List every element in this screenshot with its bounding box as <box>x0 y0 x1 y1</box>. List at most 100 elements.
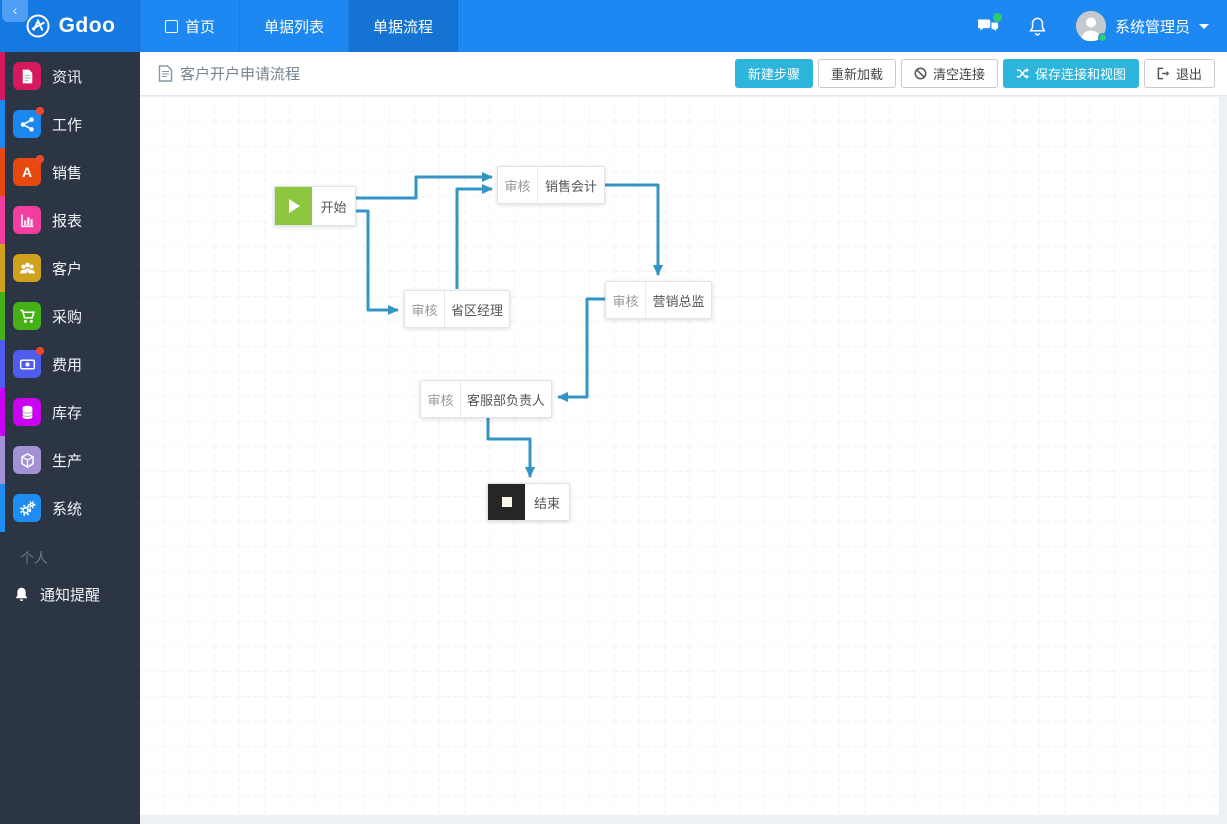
avatar <box>1075 11 1107 42</box>
play-icon <box>275 187 312 225</box>
stripe <box>0 388 5 436</box>
sidebar-item-news[interactable]: 资讯 <box>0 52 140 100</box>
reload-button[interactable]: 重新加载 <box>817 59 896 88</box>
flow-title: 客户开户申请流程 <box>158 63 300 84</box>
sidebar-item-production[interactable]: 生产 <box>0 436 140 484</box>
sign-out-icon <box>1157 67 1170 80</box>
stripe <box>0 148 5 196</box>
sidebar-item-inventory[interactable]: 库存 <box>0 388 140 436</box>
sidebar-item-work[interactable]: 工作 <box>0 100 140 148</box>
toolbar-buttons: 新建步骤 重新加载 清空连接 保存连接和视图 <box>734 59 1215 88</box>
connector-start-to-provincial-manager[interactable] <box>356 209 399 315</box>
shuffle-icon <box>1016 68 1029 79</box>
users-icon <box>13 254 41 282</box>
gdoo-logo-icon <box>26 14 50 38</box>
tab-label: 首页 <box>185 18 216 36</box>
stripe <box>0 436 5 484</box>
document-icon <box>158 65 173 82</box>
notification-badge <box>36 107 44 115</box>
share-icon <box>13 107 44 138</box>
stripe <box>0 484 5 532</box>
node-label: 客服部负责人 <box>466 392 545 408</box>
flow-node-sales-accountant[interactable]: 审核 销售会计 <box>497 166 605 204</box>
sidebar-item-reports[interactable]: 报表 <box>0 196 140 244</box>
clear-connections-button[interactable]: 清空连接 <box>900 59 998 88</box>
sidebar-item-label: 库存 <box>52 404 83 422</box>
tab-label: 单据流程 <box>373 18 434 36</box>
canvas-outer: 开始 审核 销售会计 审核 省区经理 审核 营销总监 审核 客服部负责人 结束 <box>140 96 1227 824</box>
bar-chart-icon <box>13 206 41 234</box>
flow-node-marketing-director[interactable]: 审核 营销总监 <box>605 281 712 319</box>
bell-icon <box>15 587 28 601</box>
page-title: 客户开户申请流程 <box>180 66 301 83</box>
sidebar-item-notifications[interactable]: 通知提醒 <box>0 574 140 614</box>
user-name: 系统管理员 <box>1114 18 1190 36</box>
sidebar-item-expenses[interactable]: 费用 <box>0 340 140 388</box>
topbar-right: 系统管理员 <box>976 0 1227 52</box>
sidebar: 资讯 工作 A 销售 报表 客户 <box>0 52 140 824</box>
sidebar-item-sales[interactable]: A 销售 <box>0 148 140 196</box>
tab-document-list[interactable]: 单据列表 <box>240 0 350 52</box>
sidebar-item-label: 资讯 <box>52 68 83 86</box>
stripe <box>0 52 5 100</box>
cart-icon <box>13 302 41 330</box>
flow-node-end[interactable]: 结束 <box>487 483 570 521</box>
database-icon <box>13 398 41 426</box>
exit-button[interactable]: 退出 <box>1143 59 1215 88</box>
flow-canvas[interactable]: 开始 审核 销售会计 审核 省区经理 审核 营销总监 审核 客服部负责人 结束 <box>140 97 1219 815</box>
flow-node-customer-service-head[interactable]: 审核 客服部负责人 <box>420 380 552 418</box>
connector-provincial-manager-to-sales-accountant[interactable] <box>455 184 493 289</box>
cube-icon <box>13 446 41 474</box>
main-tabs: 首页 单据列表 单据流程 <box>140 0 459 52</box>
sidebar-item-label: 销售 <box>52 164 83 182</box>
sidebar-item-purchasing[interactable]: 采购 <box>0 292 140 340</box>
home-icon <box>165 19 178 33</box>
node-action-label: 审核 <box>498 167 538 203</box>
stop-icon <box>488 484 525 520</box>
bell-icon[interactable] <box>1026 14 1050 38</box>
sidebar-item-label: 生产 <box>52 452 83 470</box>
stripe <box>0 196 5 244</box>
flow-node-provincial-manager[interactable]: 审核 省区经理 <box>404 290 510 328</box>
caret-down-icon <box>1199 23 1209 29</box>
sidebar-item-label: 工作 <box>52 116 83 134</box>
flow-toolbar: 客户开户申请流程 新建步骤 重新加载 清空连接 <box>140 52 1227 96</box>
node-label: 销售会计 <box>544 178 597 194</box>
sidebar-item-label: 客户 <box>52 260 83 278</box>
node-label: 结束 <box>533 495 560 511</box>
flow-node-start[interactable]: 开始 <box>274 186 356 226</box>
notification-badge <box>36 347 44 355</box>
node-label: 省区经理 <box>450 302 503 318</box>
sidebar-item-label: 费用 <box>52 356 83 374</box>
node-action-label: 审核 <box>421 381 461 417</box>
news-icon <box>13 62 41 90</box>
connector-sales-accountant-to-marketing-director[interactable] <box>605 183 663 276</box>
sidebar-collapse-button[interactable]: ‹ <box>2 0 28 22</box>
tab-document-flow[interactable]: 单据流程 <box>349 0 459 52</box>
sidebar-item-label: 系统 <box>52 500 83 518</box>
connector-marketing-director-to-customer-service[interactable] <box>557 297 605 402</box>
sidebar-section-personal: 个人 <box>20 550 48 566</box>
brand-name: Gdoo <box>58 14 116 37</box>
node-action-label: 审核 <box>606 282 646 318</box>
node-label: 营销总监 <box>652 293 705 309</box>
ban-icon <box>914 67 927 80</box>
node-action-label: 审核 <box>405 291 445 327</box>
sidebar-item-system[interactable]: 系统 <box>0 484 140 532</box>
connector-customer-service-to-end[interactable] <box>486 418 535 478</box>
sidebar-item-label: 报表 <box>52 212 83 230</box>
tab-home[interactable]: 首页 <box>140 0 241 52</box>
stripe <box>0 292 5 340</box>
top-bar: ‹ Gdoo 首页 单据列表 单据流程 <box>0 0 1227 52</box>
save-connections-button[interactable]: 保存连接和视图 <box>1002 59 1139 88</box>
node-label: 开始 <box>320 199 347 215</box>
chat-icon[interactable] <box>976 13 1002 38</box>
stripe <box>0 244 5 292</box>
sidebar-item-label: 通知提醒 <box>40 586 101 604</box>
money-icon <box>13 347 44 378</box>
new-step-button[interactable]: 新建步骤 <box>734 59 813 88</box>
stripe <box>0 340 5 388</box>
sidebar-item-customers[interactable]: 客户 <box>0 244 140 292</box>
user-menu[interactable]: 系统管理员 <box>1075 11 1209 42</box>
connector-start-to-sales-accountant[interactable] <box>356 172 493 200</box>
